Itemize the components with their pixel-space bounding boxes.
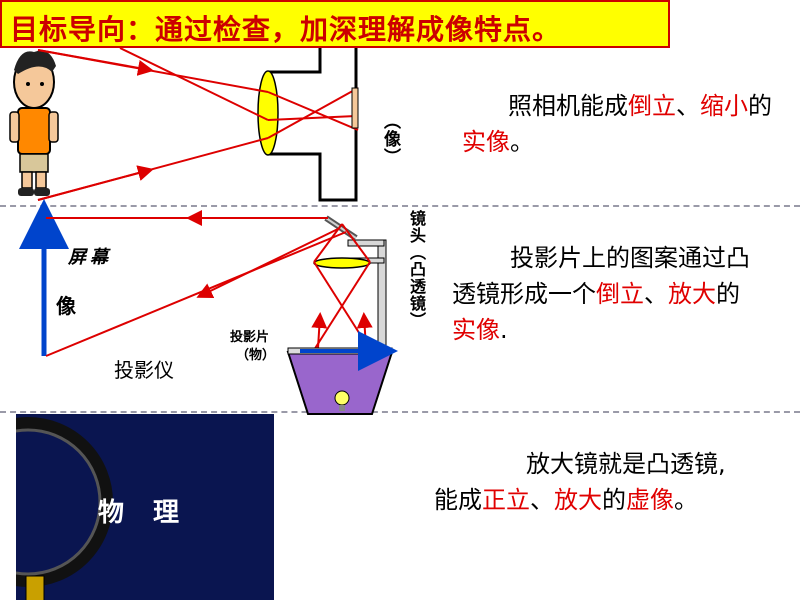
- camera-image-label: （像）: [380, 112, 400, 166]
- section-divider-2: [0, 411, 800, 413]
- projector-lens-label: 镜头（凸透镜）: [407, 210, 426, 329]
- object-label: （物）: [236, 348, 276, 363]
- highlight-text: 正立: [482, 486, 530, 514]
- body-text: 。: [510, 128, 534, 156]
- body-text: ,: [718, 450, 726, 478]
- highlight-text: 倒立: [628, 92, 676, 120]
- body-text: 。: [674, 486, 698, 514]
- highlight-text: 缩小: [700, 92, 748, 120]
- camera-rays: [37, 47, 359, 201]
- screen-image-label: 像: [56, 294, 76, 318]
- body-text: 放大镜就是凸透镜: [526, 450, 718, 478]
- highlight-text: 放大: [554, 486, 602, 514]
- slide-label: 投影片: [230, 330, 270, 345]
- highlight-text: 虚像: [626, 486, 674, 514]
- body-text: 的: [716, 280, 740, 308]
- book-title: 物 理: [98, 498, 190, 528]
- body-text: 投影片上的图案通过凸透镜形成一个: [452, 244, 750, 308]
- projector-description: 投影片上的图案通过凸透镜形成一个倒立、放大的实像.: [452, 240, 752, 348]
- projector-label: 投影仪: [114, 358, 174, 382]
- light-bulb-icon: [334, 390, 350, 411]
- magnifier-description: 放大镜就是凸透镜, 能成正立、放大的虚像。: [434, 446, 734, 518]
- body-text: .: [500, 316, 508, 344]
- body-text: 的: [602, 486, 626, 514]
- body-text: 、: [644, 280, 668, 308]
- projector-lens: [313, 257, 371, 269]
- projector-stand: [339, 239, 387, 353]
- highlight-text: 放大: [668, 280, 716, 308]
- camera-lens: [257, 70, 279, 156]
- cartoon-person-icon: [9, 50, 59, 196]
- highlight-text: 实像: [462, 128, 510, 156]
- magnifier-icon: [16, 417, 113, 600]
- page-title: 目标导向：通过检查，加深理解成像特点。: [10, 13, 562, 46]
- camera-description: 照相机能成倒立、缩小的实像。: [462, 88, 772, 160]
- title-bar: 目标导向：通过检查，加深理解成像特点。: [0, 0, 670, 48]
- body-text: 照相机能成: [508, 92, 628, 120]
- highlight-text: 倒立: [596, 280, 644, 308]
- section-divider-1: [0, 205, 800, 207]
- highlight-text: 实像: [452, 316, 500, 344]
- camera-image-icon: [351, 87, 359, 129]
- body-text: 、: [530, 486, 554, 514]
- physics-book-image: 物 理: [16, 414, 274, 600]
- body-text: 、: [676, 92, 700, 120]
- body-text: 的: [748, 92, 772, 120]
- camera-body: [266, 48, 358, 202]
- body-text: 能成: [434, 486, 482, 514]
- screen-label: 屏幕: [68, 247, 112, 268]
